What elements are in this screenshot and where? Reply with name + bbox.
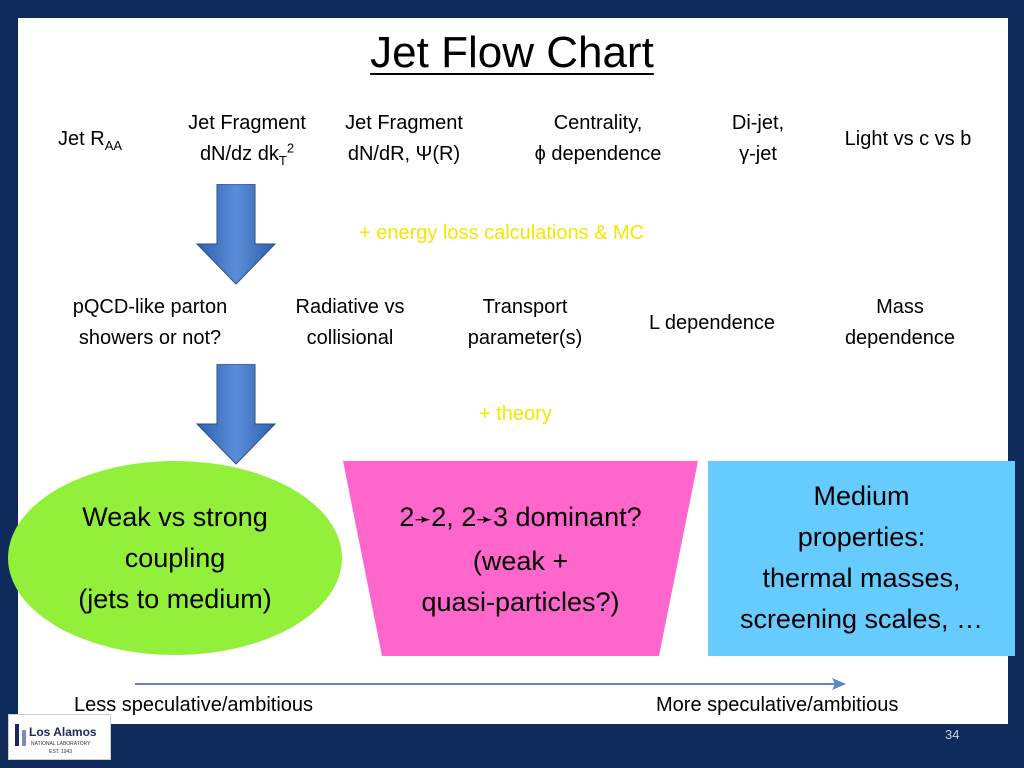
medium-properties-text: Medium properties: thermal masses, scree… xyxy=(739,481,984,634)
right-arrow-icon: ➛ xyxy=(476,509,493,531)
property-pqcd-showers: pQCD-like parton showers or not? xyxy=(72,296,228,349)
down-arrow-2 xyxy=(195,364,277,465)
medium-properties-box xyxy=(708,461,1015,656)
logo-name: Los Alamos xyxy=(29,725,97,739)
page-number: 34 xyxy=(945,727,960,742)
observable-flavor: Light vs c vs b xyxy=(844,128,972,150)
dominant-process-text: 2➛2, 2➛3 dominant? (weak + quasi-particl… xyxy=(399,502,642,617)
theory-note: + theory xyxy=(479,403,552,425)
observable-jet-fragment-r: Jet Fragment dN/dR, Ψ(R) xyxy=(345,112,463,165)
slide-title: Jet Flow Chart xyxy=(370,28,654,77)
weak-strong-ellipse xyxy=(8,461,342,655)
outcome-shapes xyxy=(8,461,1015,656)
down-arrow-1 xyxy=(195,184,277,285)
los-alamos-logo: Los Alamos NATIONAL LABORATORY EST. 1943 xyxy=(8,714,111,760)
observable-dijet: Di-jet, γ-jet xyxy=(731,112,785,165)
observable-centrality: Centrality, ϕ dependence xyxy=(534,112,662,165)
property-mass-dependence: Mass dependence xyxy=(844,296,956,349)
observable-jet-fragment-z: Jet Fragment dN/dz dkT2 xyxy=(188,112,306,168)
energy-loss-note: + energy loss calculations & MC xyxy=(359,222,645,244)
logo-est: EST. 1943 xyxy=(49,749,73,755)
property-l-dependence: L dependence xyxy=(648,312,776,334)
less-speculative-label: Less speculative/ambitious xyxy=(74,694,314,716)
right-arrow-icon: ➛ xyxy=(414,509,432,531)
logo-subtitle: NATIONAL LABORATORY xyxy=(31,741,91,747)
observable-jet-raa: Jet RAA xyxy=(58,128,123,153)
mechanism-trapezoid xyxy=(343,461,698,656)
weak-strong-coupling-text: Weak vs strong coupling (jets to medium) xyxy=(78,502,272,614)
logo-mark-icon xyxy=(15,724,26,746)
more-speculative-label: More speculative/ambitious xyxy=(656,694,899,716)
property-radiative-collisional: Radiative vs collisional xyxy=(295,296,405,349)
property-transport-parameter: Transport parameter(s) xyxy=(467,296,583,349)
speculation-scale-arrow xyxy=(135,678,846,690)
